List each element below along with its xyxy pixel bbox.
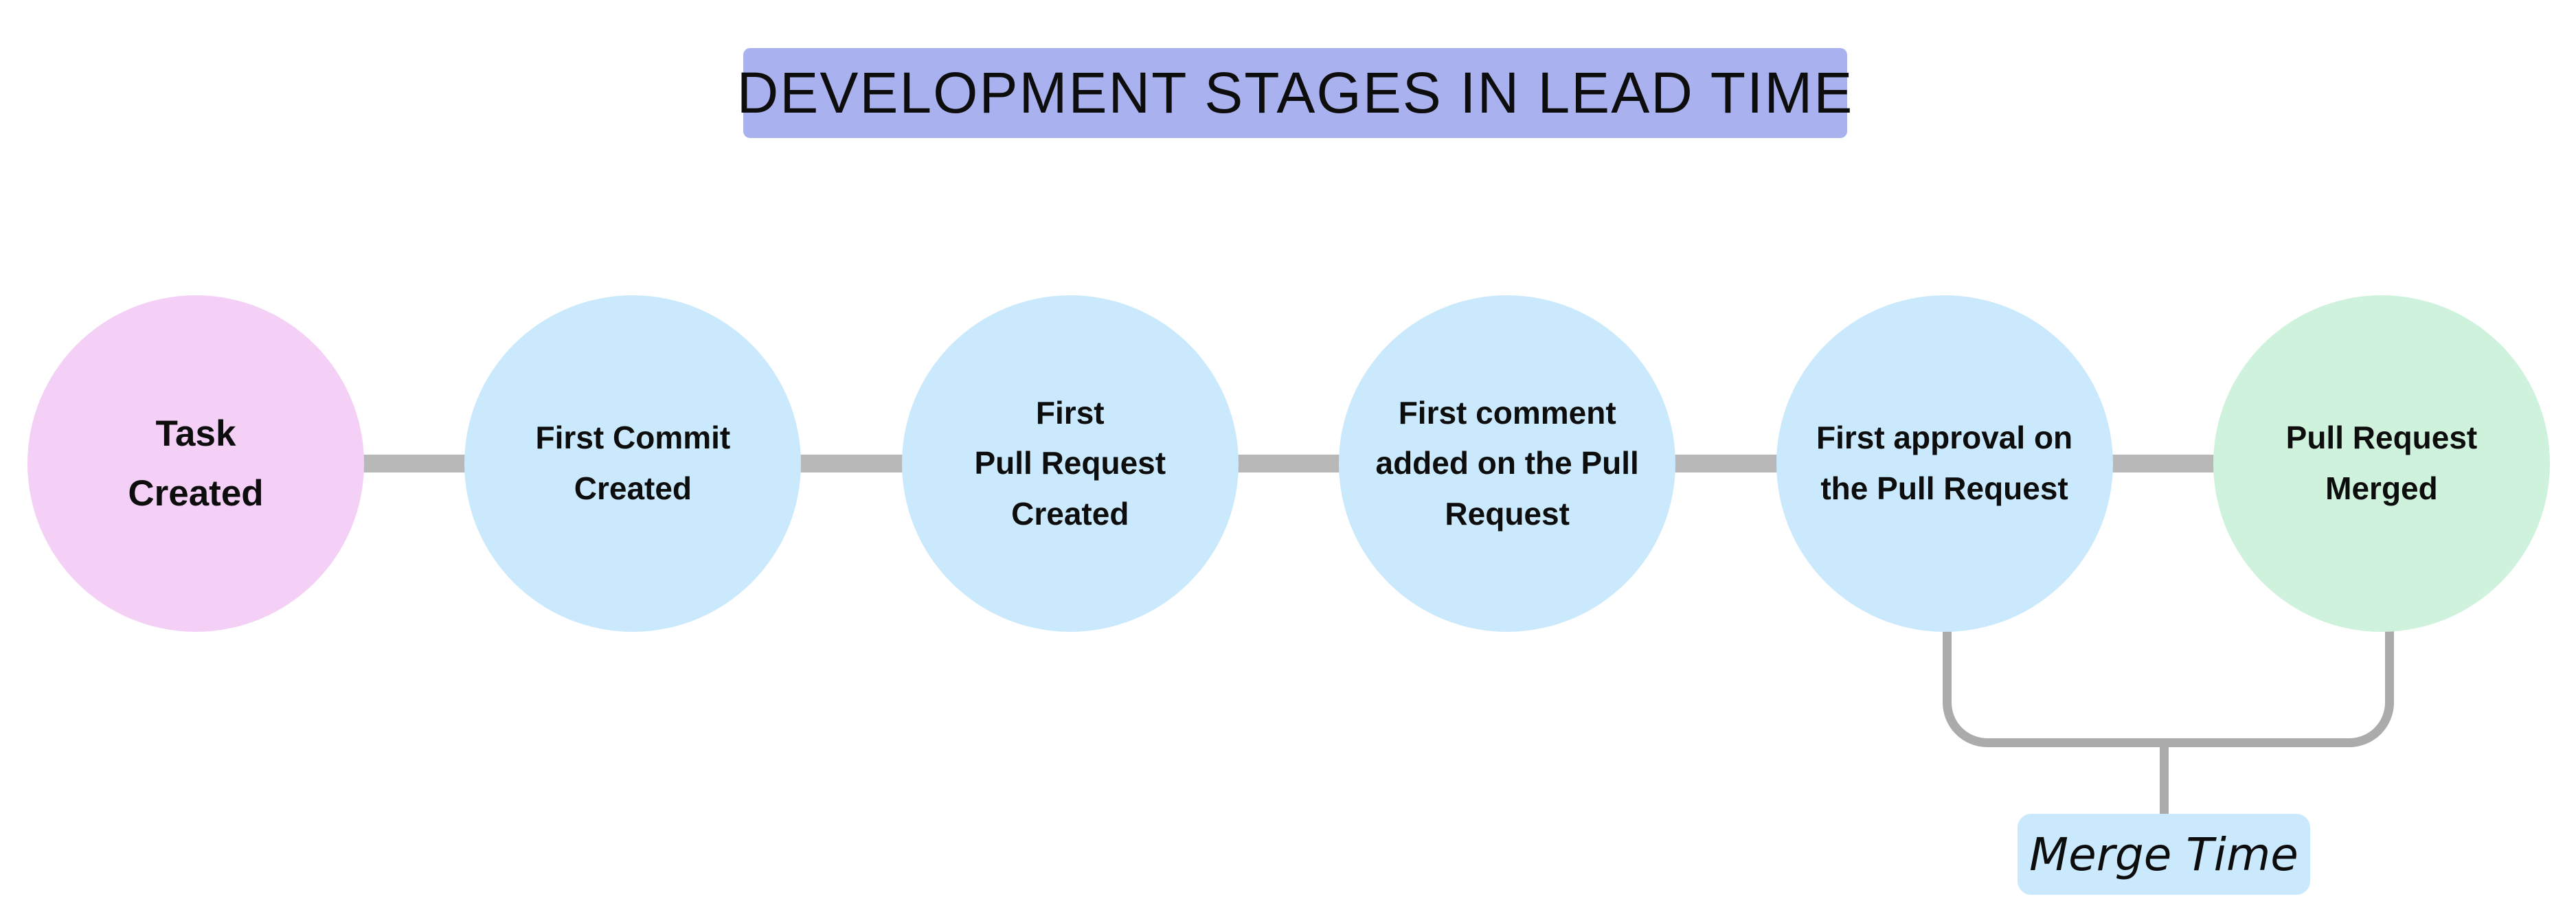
merge-time-label: Merge Time [2029, 828, 2298, 881]
stage-label: First approval on the Pull Request [1816, 420, 2073, 506]
stage-label: First Pull Request Created [974, 394, 1166, 532]
stage-circle-task-created: Task Created [27, 295, 364, 632]
stage-label: First Commit Created [535, 420, 731, 506]
title-banner: DEVELOPMENT STAGES IN LEAD TIME [737, 48, 1852, 138]
stage-circle-pull-request-merged: Pull Request Merged [2213, 295, 2550, 632]
stage-circle-first-approval: First approval on the Pull Request [1776, 295, 2113, 632]
stage-label: First comment added on the Pull Request [1375, 394, 1639, 532]
merge-time-bracket [1943, 628, 2394, 747]
stage-circle-first-comment-added: First comment added on the Pull Request [1339, 295, 1676, 632]
stage-circle-first-pull-request-created: First Pull Request Created [901, 295, 1239, 632]
diagram-title: DEVELOPMENT STAGES IN LEAD TIME [736, 60, 1854, 125]
stage-label: Task Created [128, 413, 264, 514]
merge-time-stem [2160, 745, 2169, 815]
stage-label: Pull Request Merged [2285, 420, 2478, 506]
stage-circle-first-commit-created: First Commit Created [464, 295, 802, 632]
merge-time-box: Merge Time [2018, 814, 2310, 895]
stages-row: Task Created First Commit Created First … [27, 295, 2550, 632]
